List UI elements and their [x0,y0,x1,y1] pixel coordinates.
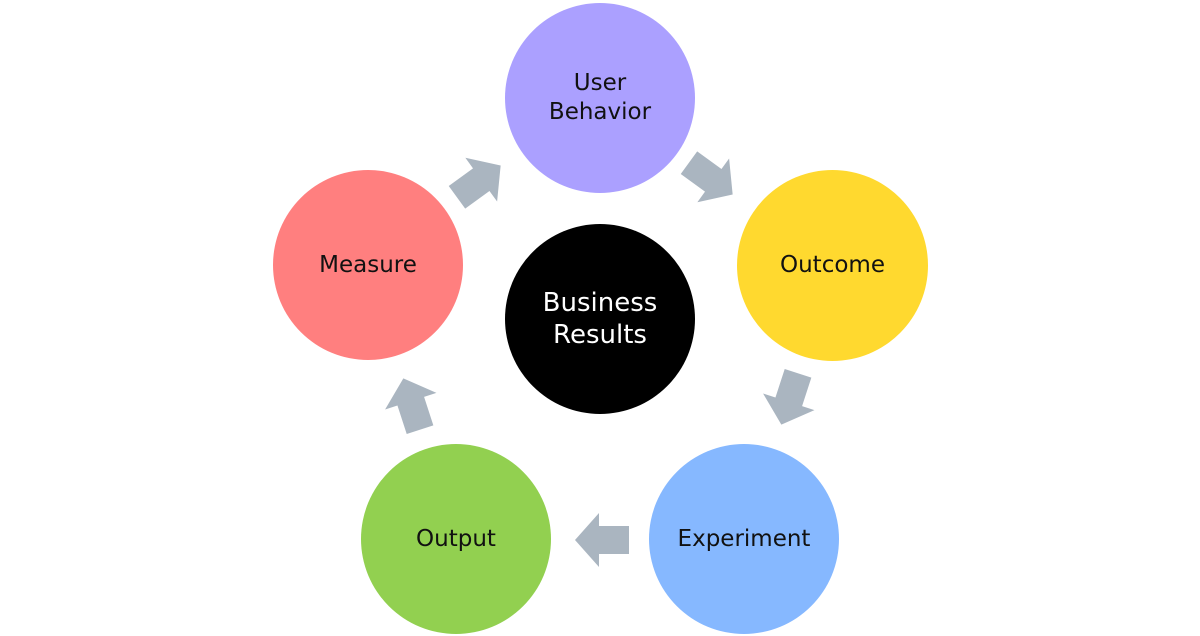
node-label: Output [416,525,496,552]
arrow-measure-to-user [441,143,517,220]
node-output: Output [361,444,551,634]
node-user-behavior: User Behavior [505,3,695,193]
node-experiment: Experiment [649,444,839,634]
center-node-business-results: Business Results [505,224,695,414]
node-label: Experiment [677,525,811,552]
node-outcome: Outcome [737,170,928,361]
node-label: Measure [319,251,417,278]
node-label: User Behavior [548,70,652,125]
arrow-output-to-measure [377,370,446,439]
center-label: Business Results [542,288,658,350]
arrow-user-to-outcome [673,140,749,217]
node-measure: Measure [273,170,463,360]
arrow-outcome-to-experiment [755,364,824,433]
node-label: Outcome [780,252,885,278]
arrow-experiment-to-output [575,513,629,567]
